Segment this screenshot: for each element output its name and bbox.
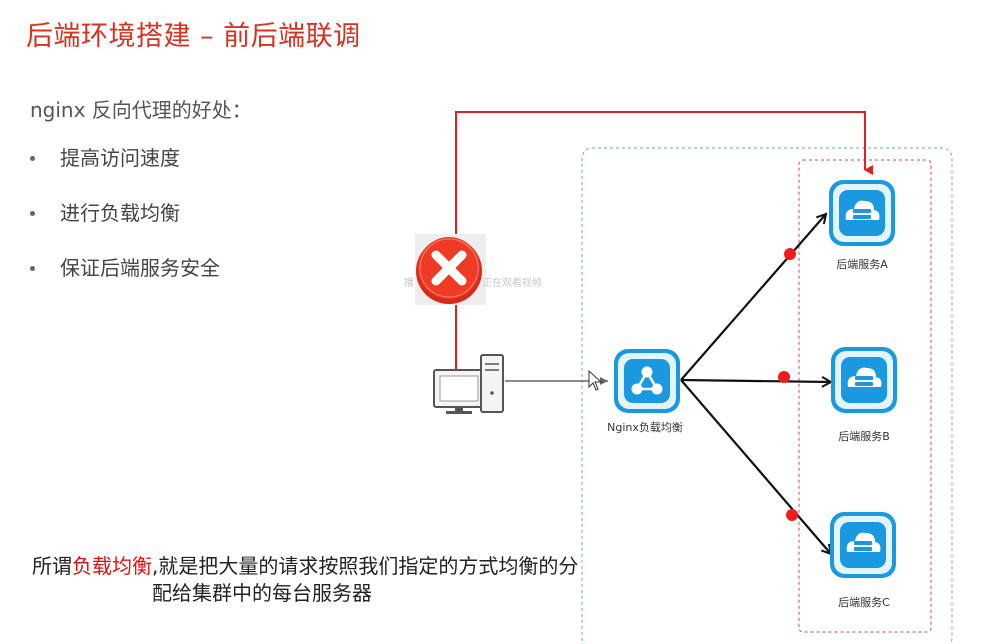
benefit-list: 提高访问速度 进行负载均衡 保证后端服务安全 <box>30 146 220 311</box>
mouse-cursor-icon <box>588 369 603 391</box>
route-arrow-a <box>680 214 826 381</box>
backend-server-b-icon <box>831 347 897 413</box>
server-b-label: 后端服务B <box>838 430 890 443</box>
bullet-dot <box>30 156 35 161</box>
list-item-label: 保证后端服务安全 <box>60 256 220 280</box>
list-item: 进行负载均衡 <box>30 201 220 256</box>
watermark-text: 播 <box>404 276 414 289</box>
server-c-label: 后端服务C <box>838 596 890 609</box>
nginx-load-balancer-icon <box>614 349 680 413</box>
backend-server-c-icon <box>830 512 896 578</box>
route-arrow-b <box>680 380 831 382</box>
note-highlight: 负载均衡 <box>72 554 152 578</box>
backend-server-a-icon <box>829 180 895 246</box>
load-balance-note: 所谓负载均衡,就是把大量的请求按照我们指定的方式均衡的分配给集群中的每台服务器 <box>32 553 582 607</box>
bullet-dot <box>30 266 35 271</box>
client-computer-icon <box>433 354 504 414</box>
page-title: 后端环境搭建 – 前后端联调 <box>26 21 361 52</box>
list-item-label: 进行负载均衡 <box>60 201 180 225</box>
server-a-label: 后端服务A <box>836 258 888 271</box>
note-prefix: 所谓 <box>32 554 72 578</box>
route-dot-b <box>778 371 790 383</box>
route-arrow-c <box>680 379 831 554</box>
watermark-text: 正在观看视频 <box>482 276 542 289</box>
route-dot-c <box>786 509 798 521</box>
nginx-label: Nginx负载均衡 <box>607 420 683 434</box>
list-item-label: 提高访问速度 <box>60 146 180 170</box>
bullet-dot <box>30 211 35 216</box>
note-suffix: ,就是把大量的请求按照我们指定的方式均衡的分配给集群中的每台服务器 <box>152 554 579 605</box>
list-item: 提高访问速度 <box>30 146 220 201</box>
route-dot-a <box>784 248 796 260</box>
direct-access-line <box>455 111 873 372</box>
blocked-x-icon <box>415 234 486 305</box>
subtitle: nginx 反向代理的好处： <box>30 98 252 122</box>
cluster-region <box>581 147 953 644</box>
list-item: 保证后端服务安全 <box>30 256 220 311</box>
